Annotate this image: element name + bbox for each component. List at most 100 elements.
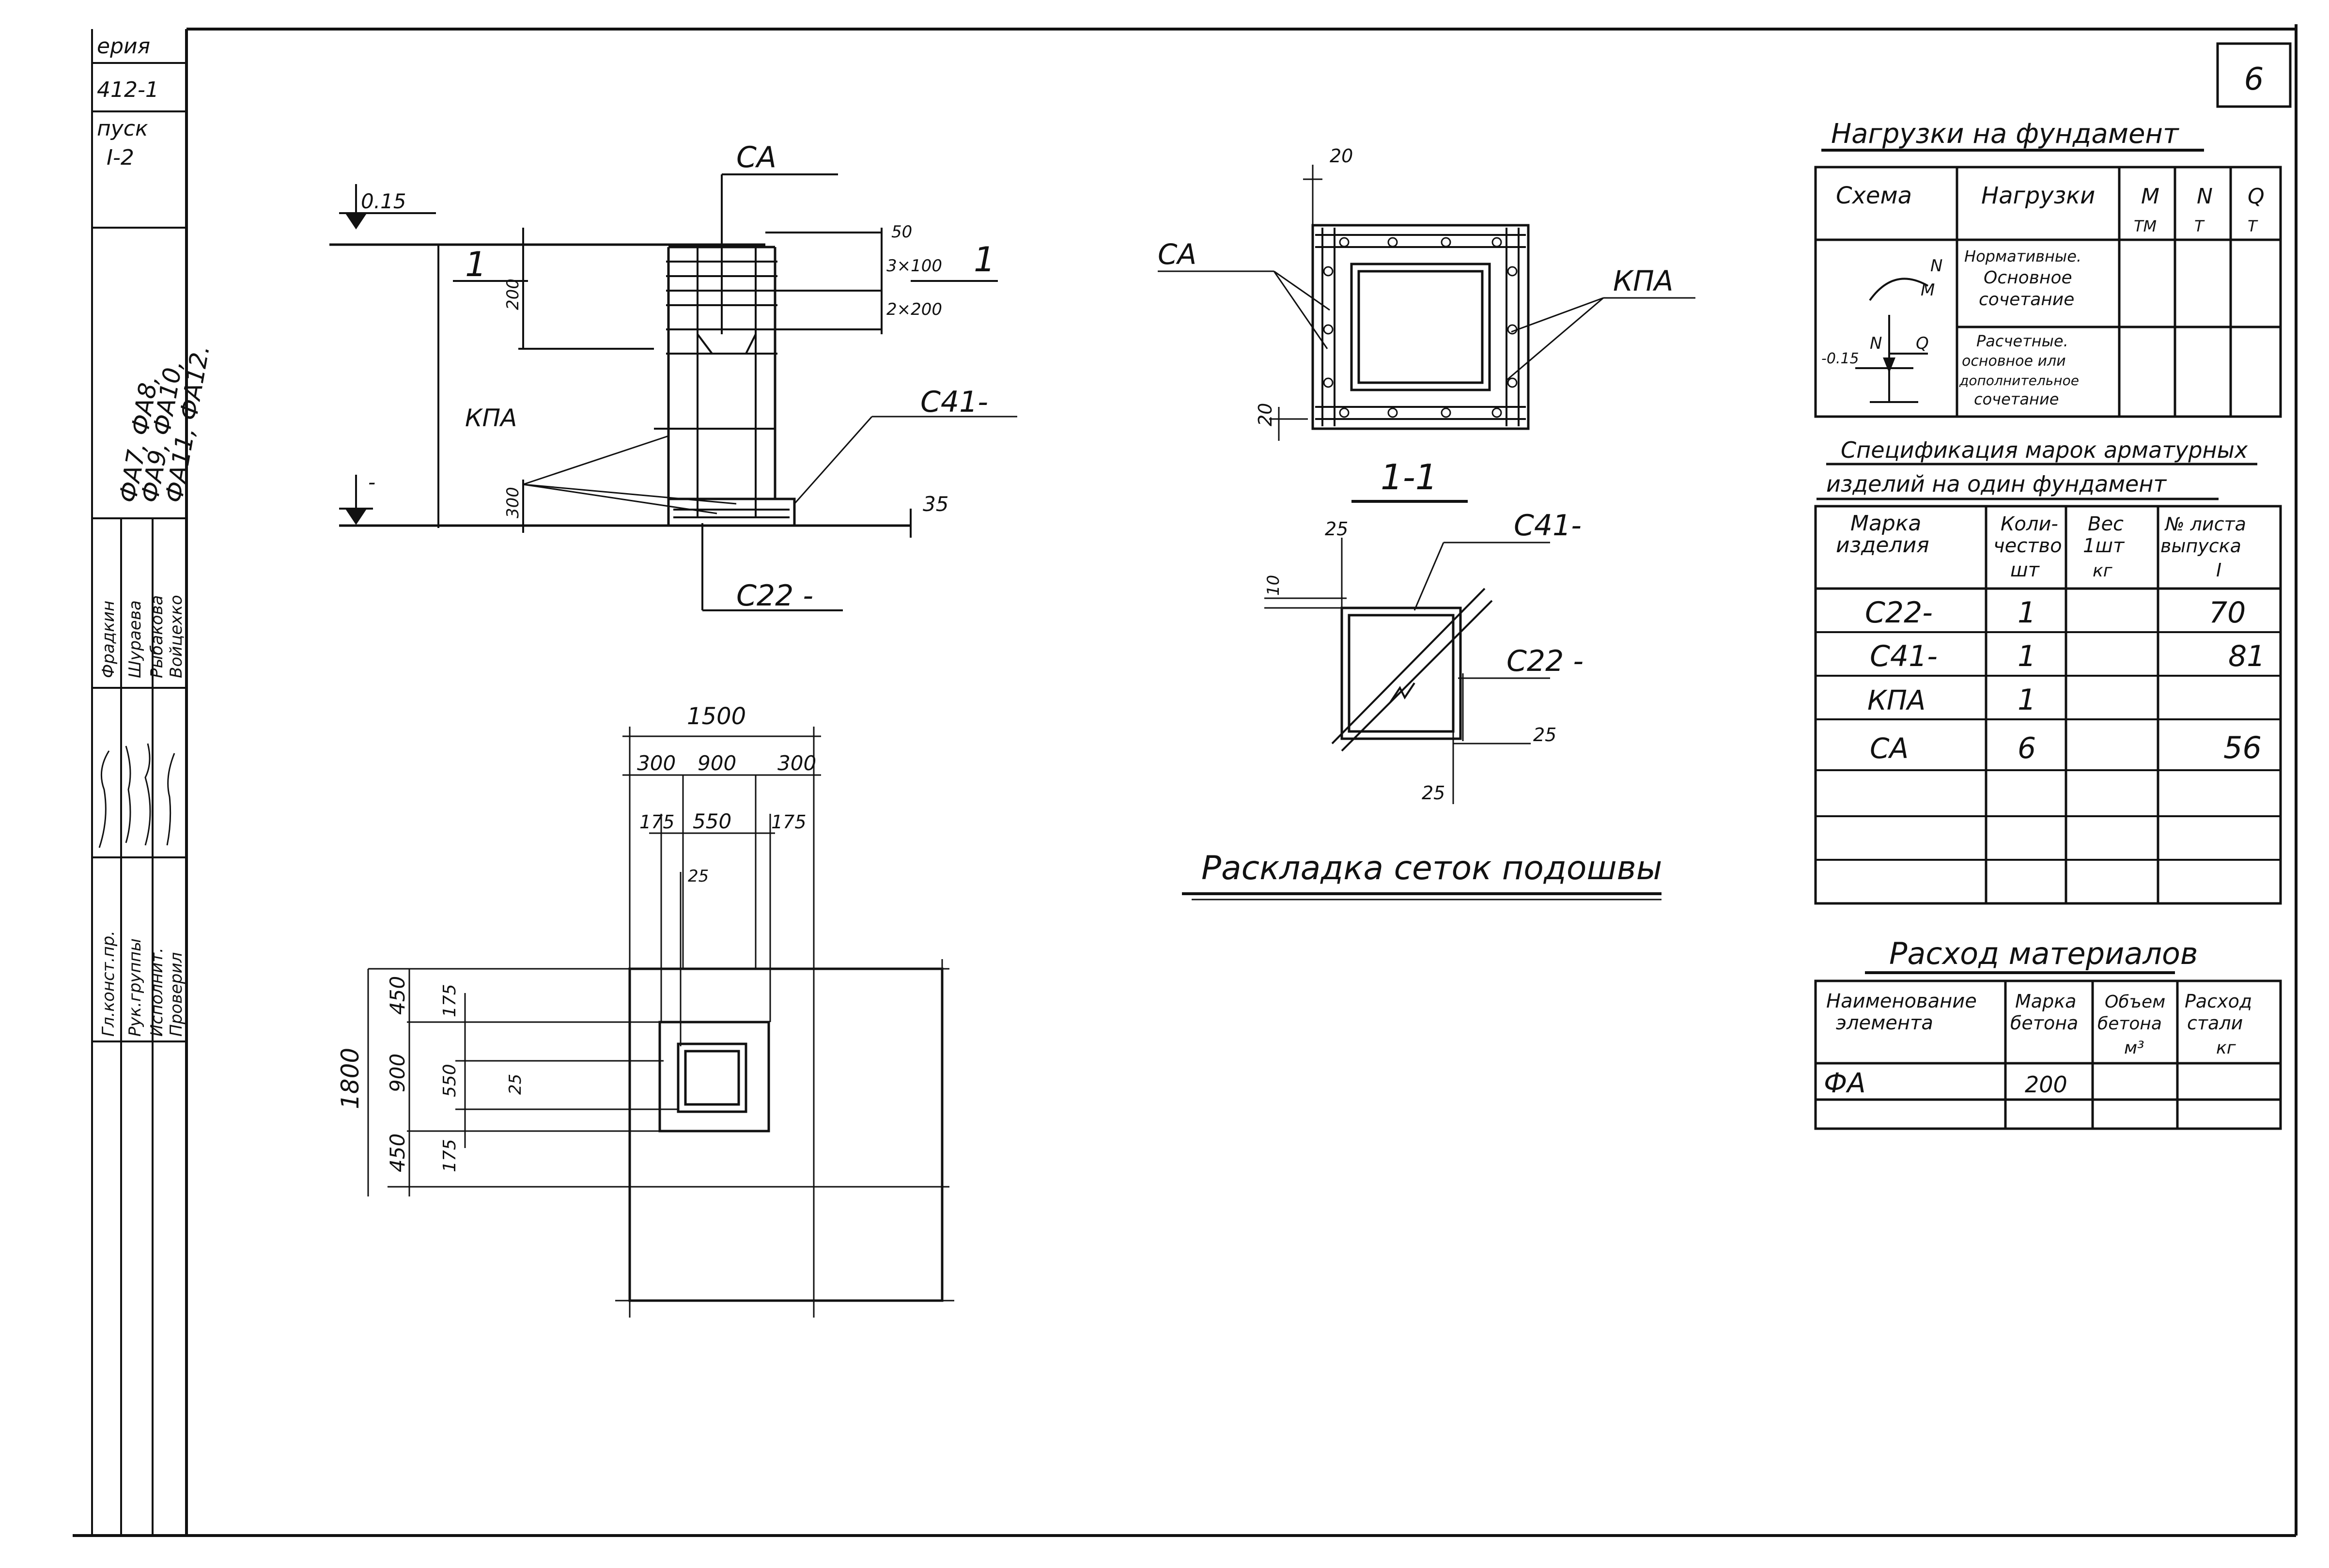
spec-r1-mark: С22- bbox=[1865, 596, 1933, 630]
loads-header-q: Q bbox=[2248, 184, 2265, 209]
spec-h1-l1: Марка bbox=[1850, 511, 1921, 536]
plan-dim-550-v: 550 bbox=[440, 1064, 460, 1097]
cage-label-kpa: КПА bbox=[1613, 264, 1673, 297]
signature-marks bbox=[98, 743, 175, 848]
s11-label-c41: С41- bbox=[1514, 509, 1582, 543]
elev-section-right: 1 bbox=[974, 240, 995, 279]
sheet-frame bbox=[73, 24, 2298, 1537]
mesh-layout-caption: Раскладка сеток подошвы bbox=[1182, 849, 1662, 900]
name-3: Рыбакова bbox=[147, 595, 167, 678]
loads-header-scheme: Схема bbox=[1836, 182, 1912, 209]
spec-r1-qty: 1 bbox=[2018, 596, 2036, 630]
spec-row-2: С41- 1 81 bbox=[1870, 639, 2265, 673]
plan-dim-300-left: 300 bbox=[637, 751, 676, 775]
elev-label-c22: С22 - bbox=[736, 579, 813, 613]
mat-h4-l2: стали bbox=[2187, 1012, 2243, 1034]
plan-dim-900-v: 900 bbox=[386, 1054, 409, 1092]
scheme-label-n: N bbox=[1870, 334, 1882, 353]
dim-300-bottom: 300 bbox=[503, 487, 523, 518]
mat-h3-l3: м³ bbox=[2124, 1038, 2144, 1058]
name-2: Шураева bbox=[125, 600, 145, 678]
plan-dim-1800: 1800 bbox=[336, 1048, 364, 1109]
elev-top-mark: 0.15 bbox=[361, 189, 406, 213]
plan-dim-25-left: 25 bbox=[506, 1074, 525, 1095]
spec-r2-sheet: 81 bbox=[2228, 639, 2265, 673]
sheet-number: 6 bbox=[2244, 62, 2264, 97]
role-1: Гл.конст.пр. bbox=[99, 931, 118, 1037]
series-value: 412-1 bbox=[97, 78, 159, 102]
loads-row2-line3: дополнительное bbox=[1959, 373, 2079, 388]
spec-r4-mark: СА bbox=[1870, 732, 1909, 765]
plan-dim-175-left: 175 bbox=[639, 811, 675, 833]
mat-h2-l1: Марка bbox=[2015, 991, 2076, 1012]
s11-dim-25-bottom: 25 bbox=[1422, 782, 1445, 804]
materials-title: Расход материалов bbox=[1889, 936, 2198, 971]
name-1: Фрадкин bbox=[99, 601, 118, 678]
plan-dim-300-right: 300 bbox=[777, 751, 816, 775]
spec-r2-qty: 1 bbox=[2018, 639, 2036, 673]
scheme-label-elev: -0.15 bbox=[1821, 350, 1859, 367]
mesh-caption-text: Раскладка сеток подошвы bbox=[1201, 849, 1662, 887]
section-1-1: 1-1 25 10 С41- С22 - 25 25 bbox=[1264, 457, 1584, 804]
dim-2x200: 2×200 bbox=[886, 300, 942, 319]
sheet-number-box: 6 bbox=[2216, 42, 2292, 108]
spec-h2-l3: шт bbox=[2010, 559, 2040, 581]
elev-label-kpa: КПА bbox=[465, 404, 517, 432]
mat-h2-l2: бетона bbox=[2010, 1012, 2078, 1034]
mat-h3-l1: Объем bbox=[2105, 992, 2165, 1012]
dim-35: 35 bbox=[923, 492, 948, 516]
elev-bottom-mark: - bbox=[368, 470, 375, 494]
spec-h4-l2: выпуска bbox=[2160, 535, 2241, 557]
spec-title-2: изделий на один фундамент bbox=[1826, 471, 2167, 497]
elev-label-c41: С41- bbox=[920, 385, 988, 419]
scheme-label-q: Q bbox=[1916, 334, 1929, 353]
name-4: Войцехко bbox=[167, 595, 186, 678]
loads-header-m: M bbox=[2141, 184, 2159, 209]
loads-scheme-sketch bbox=[1855, 278, 1928, 403]
spec-h4-l1: № листа bbox=[2164, 513, 2246, 535]
elev-label-ca: СА bbox=[736, 140, 776, 174]
cage-bar-dots bbox=[1323, 237, 1518, 418]
section-1-1-title: 1-1 bbox=[1381, 457, 1438, 497]
series-label: ерия bbox=[97, 34, 150, 59]
cage-label-ca: СА bbox=[1158, 238, 1196, 271]
s11-dim-10: 10 bbox=[1264, 575, 1283, 596]
mat-h3-l2: бетона bbox=[2097, 1014, 2162, 1034]
loads-row1-line3: сочетание bbox=[1979, 290, 2074, 310]
materials-row-1: ФА 200 bbox=[1824, 1068, 2067, 1099]
dim-3x100: 3×100 bbox=[886, 256, 942, 276]
scheme-label-n-top: N bbox=[1930, 256, 1942, 276]
plan-dim-900: 900 bbox=[698, 751, 736, 775]
issue-value: I-2 bbox=[107, 145, 134, 170]
loads-row2-line2: основное или bbox=[1962, 353, 2066, 370]
cage-dim-20-top: 20 bbox=[1330, 145, 1353, 167]
spec-h3-l2: 1шт bbox=[2083, 535, 2125, 557]
spec-h2-l1: Коли- bbox=[2001, 513, 2058, 535]
spec-r3-mark: КПА bbox=[1867, 685, 1925, 716]
plan-dim-450-bottom: 450 bbox=[386, 1133, 409, 1172]
s11-dim-25-top: 25 bbox=[1325, 518, 1348, 540]
loads-title: Нагрузки на фундамент bbox=[1831, 118, 2179, 150]
loads-row2-line4: сочетание bbox=[1974, 390, 2059, 408]
materials-table: Расход материалов Наименование элемента … bbox=[1814, 936, 2282, 1130]
role-2: Рук.группы bbox=[125, 938, 145, 1037]
spec-row-3: КПА 1 bbox=[1867, 683, 2036, 717]
plan-dim-25-top: 25 bbox=[688, 867, 709, 886]
loads-row1-line2: Основное bbox=[1984, 268, 2072, 288]
loads-header-loads: Нагрузки bbox=[1981, 182, 2095, 209]
spec-h3-l3: кг bbox=[2093, 561, 2113, 581]
spec-table: Спецификация марок арматурных изделий на… bbox=[1814, 437, 2282, 905]
plan-dim-450-top: 450 bbox=[386, 976, 409, 1015]
s11-dim-25-right: 25 bbox=[1533, 724, 1556, 745]
cage-plan: 20 20 СА КПА bbox=[1158, 145, 1695, 441]
spec-h2-l2: чество bbox=[1993, 535, 2062, 557]
spec-row-1: С22- 1 70 bbox=[1865, 596, 2246, 630]
dim-50: 50 bbox=[891, 222, 912, 242]
spec-r4-qty: 6 bbox=[2018, 731, 2036, 765]
loads-header-n: N bbox=[2197, 184, 2213, 209]
plan-dim-175-right: 175 bbox=[771, 811, 807, 833]
plan-dim-550: 550 bbox=[693, 809, 731, 833]
spec-row-4: СА 6 56 bbox=[1870, 730, 2262, 765]
loads-row1-line1: Нормативные. bbox=[1964, 247, 2081, 265]
